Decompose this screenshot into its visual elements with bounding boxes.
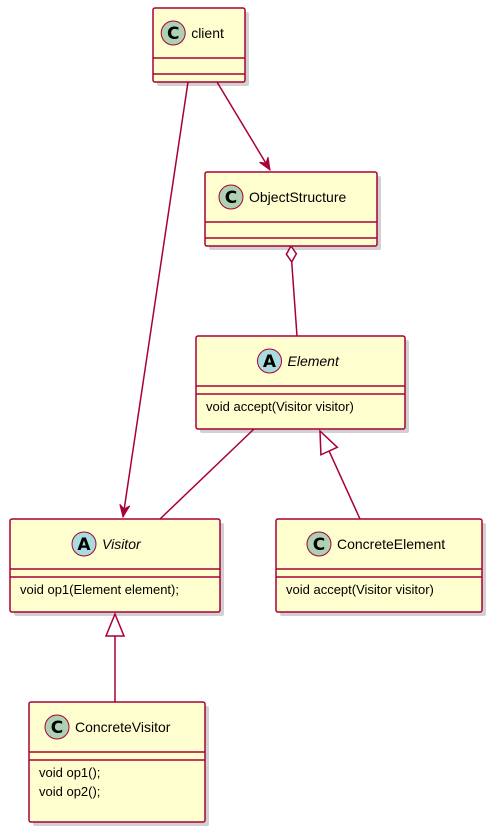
element-member: void accept(Visitor visitor) — [206, 399, 354, 414]
concrete-element-member: void accept(Visitor visitor) — [286, 582, 434, 597]
client-to-visitor-line — [122, 81, 189, 518]
client-to-objectstructure-line — [216, 81, 271, 171]
element-visitor-line — [159, 428, 255, 520]
relations-layer — [104, 81, 361, 702]
concrete-visitor-member: void op1(); — [39, 765, 100, 780]
class-stereotype-icon — [44, 714, 70, 740]
client-class-box — [152, 7, 246, 83]
stereotype-letter: C — [167, 24, 179, 44]
object-structure-class[interactable]: C ObjectStructure — [204, 171, 378, 247]
objectstructure-element-line — [290, 261, 298, 337]
class-stereotype-icon — [160, 20, 186, 46]
stereotype-letter: A — [263, 352, 277, 372]
stereotype-letter: C — [51, 718, 63, 738]
stereotype-letter: C — [225, 188, 237, 208]
stereotype-letter: C — [313, 535, 325, 555]
concreteelement-generalization-triangle — [319, 429, 339, 456]
stereotype-letter: A — [77, 535, 91, 555]
concrete-visitor-member: void op2(); — [39, 784, 100, 799]
object-structure-class-box — [204, 171, 378, 247]
concreteelement-element-line — [328, 450, 361, 520]
class-stereotype-icon — [306, 531, 332, 557]
class-stereotype-icon — [218, 184, 244, 210]
concrete-element-name: ConcreteElement — [337, 536, 445, 552]
element-class-box — [195, 335, 406, 430]
concrete-element-class-box — [275, 518, 483, 613]
abstract-stereotype-icon — [71, 531, 97, 557]
concrete-visitor-class[interactable]: C ConcreteVisitor void op1(); void op2(); — [28, 701, 206, 823]
visitor-class-box — [9, 518, 221, 613]
visitor-member: void op1(Element element); — [20, 582, 179, 597]
element-class[interactable]: A Element void accept(Visitor visitor) — [195, 335, 406, 430]
concretevisitor-generalization-triangle — [104, 612, 126, 637]
visitor-class[interactable]: A Visitor void op1(Element element); — [9, 518, 221, 613]
visitor-name: Visitor — [102, 536, 142, 552]
concrete-visitor-class-box — [28, 701, 206, 823]
object-structure-name: ObjectStructure — [249, 189, 346, 205]
concrete-element-class[interactable]: C ConcreteElement void accept(Visitor visi… — [275, 518, 483, 613]
abstract-stereotype-icon — [257, 348, 282, 374]
concrete-visitor-name: ConcreteVisitor — [75, 719, 171, 735]
client-to-visitor-arrowhead — [119, 504, 131, 519]
client-to-objectstructure-arrowhead — [259, 156, 271, 172]
client-name: client — [191, 25, 224, 41]
element-name: Element — [288, 353, 340, 369]
